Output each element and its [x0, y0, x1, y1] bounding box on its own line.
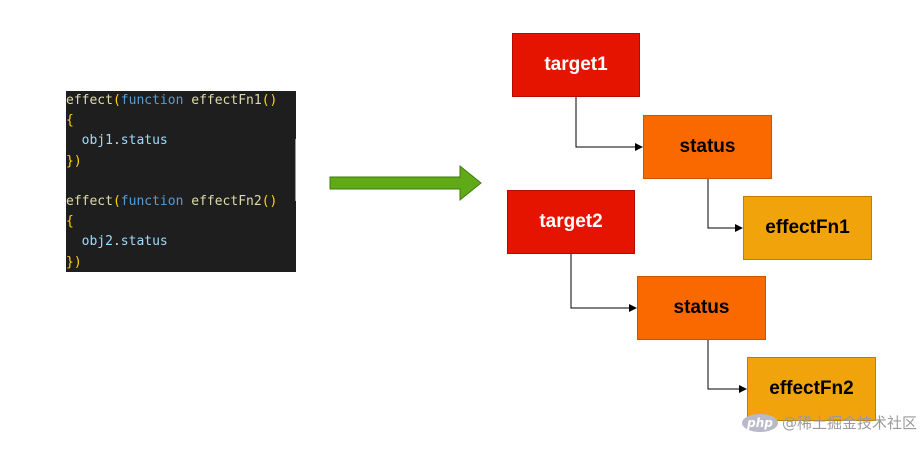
- code-token: .: [112, 234, 121, 250]
- code-token: {: [66, 214, 74, 230]
- watermark: php @稀土掘金技术社区: [742, 412, 917, 433]
- code-line: {: [66, 212, 296, 232]
- code-token: status: [120, 133, 168, 149]
- edge-target2-status: [570, 254, 637, 312]
- code-token: (: [112, 193, 121, 209]
- code-token: effect: [66, 193, 113, 209]
- code-token: obj2: [81, 234, 113, 250]
- code-line: effect(function effectFn1(): [66, 91, 296, 111]
- code-token: function: [120, 193, 192, 209]
- node-target2: target2: [507, 190, 635, 254]
- code-token: obj1: [81, 133, 113, 149]
- code-panel: effect(function effectFn1(){ obj1.status…: [66, 91, 296, 272]
- code-token: status: [120, 234, 168, 250]
- code-token: .: [112, 133, 121, 149]
- node-effectFn2: effectFn2: [747, 357, 876, 421]
- code-line: effect(function effectFn2(): [66, 192, 296, 212]
- edge-status2-effectFn2: [707, 340, 747, 393]
- code-line: obj2.status: [66, 232, 296, 252]
- watermark-text: @稀土掘金技术社区: [782, 414, 918, 432]
- code-token: effectFn1: [191, 93, 262, 108]
- code-line: }): [66, 253, 296, 273]
- node-target1: target1: [512, 33, 640, 97]
- text-cursor: [295, 139, 296, 201]
- node-effectFn1: effectFn1: [743, 196, 872, 260]
- node-status2: status: [637, 276, 766, 340]
- code-token: {: [66, 113, 74, 129]
- php-logo-icon: php: [742, 413, 778, 432]
- code-token: (: [112, 93, 121, 108]
- code-line: {: [66, 111, 296, 131]
- code-token: effectFn2: [191, 193, 262, 209]
- code-token: (): [261, 93, 278, 108]
- transform-arrow: [329, 164, 482, 202]
- code-token: }): [66, 153, 82, 169]
- code-token: (): [261, 193, 278, 209]
- code-line: obj1.status: [66, 131, 296, 151]
- node-status1: status: [643, 115, 772, 179]
- code-token: effect: [66, 93, 113, 108]
- edge-status1-effectFn1: [707, 179, 743, 232]
- edge-target1-status: [575, 97, 643, 151]
- code-line: }): [66, 152, 296, 172]
- code-token: }): [66, 254, 82, 270]
- code-token: function: [120, 93, 192, 108]
